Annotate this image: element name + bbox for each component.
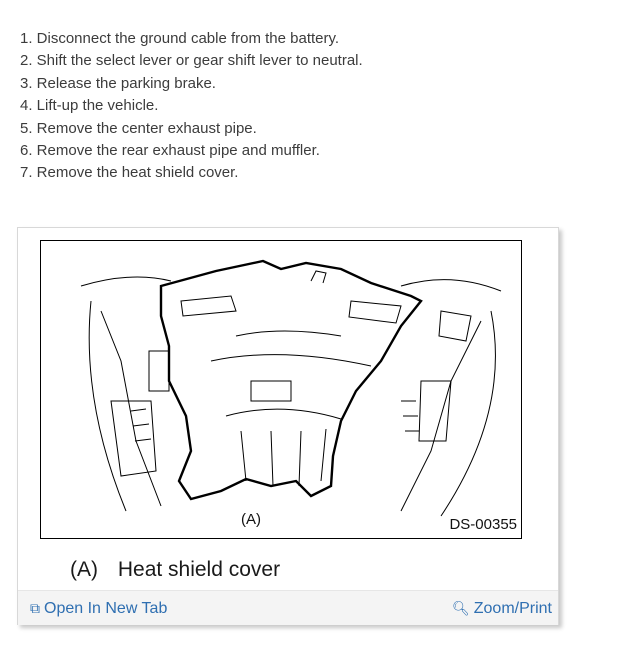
figure-caption: (A) Heat shield cover: [70, 558, 280, 582]
step-2: 2. Shift the select lever or gear shift …: [20, 52, 363, 70]
step-6: 6. Remove the rear exhaust pipe and muff…: [20, 142, 320, 160]
caption-text: Heat shield cover: [117, 558, 281, 581]
procedure-steps: 1. Disconnect the ground cable from the …: [20, 28, 363, 185]
step-7: 7. Remove the heat shield cover.: [20, 164, 239, 182]
step-3: 3. Release the parking brake.: [20, 74, 216, 92]
open-in-new-tab-link[interactable]: ⧉Open In New Tab: [30, 600, 167, 618]
step-4: 4. Lift-up the vehicle.: [20, 97, 159, 115]
figure-actions: ⧉Open In New Tab 🔍︎Zoom/Print: [18, 590, 558, 625]
open-in-new-tab-icon: ⧉: [30, 600, 40, 616]
underbody-drawing: [80, 259, 502, 517]
step-1: 1. Disconnect the ground cable from the …: [20, 30, 340, 47]
heat-shield-diagram[interactable]: (A) DS-00355: [40, 240, 522, 539]
figure-card: (A) DS-00355 (A) Heat shield cover ⧉Open…: [17, 227, 559, 625]
magnifier-icon: 🔍︎: [451, 600, 470, 616]
figure-callout: (A): [241, 511, 261, 528]
zoom-print-link[interactable]: 🔍︎Zoom/Print: [452, 600, 552, 618]
step-5: 5. Remove the center exhaust pipe.: [20, 119, 257, 137]
heat-shield-outline: [159, 259, 423, 501]
open-in-new-tab-label: Open In New Tab: [44, 600, 168, 617]
figure-id: DS-00355: [449, 516, 517, 533]
zoom-print-label: Zoom/Print: [473, 600, 552, 617]
caption-tag: (A): [70, 558, 98, 581]
